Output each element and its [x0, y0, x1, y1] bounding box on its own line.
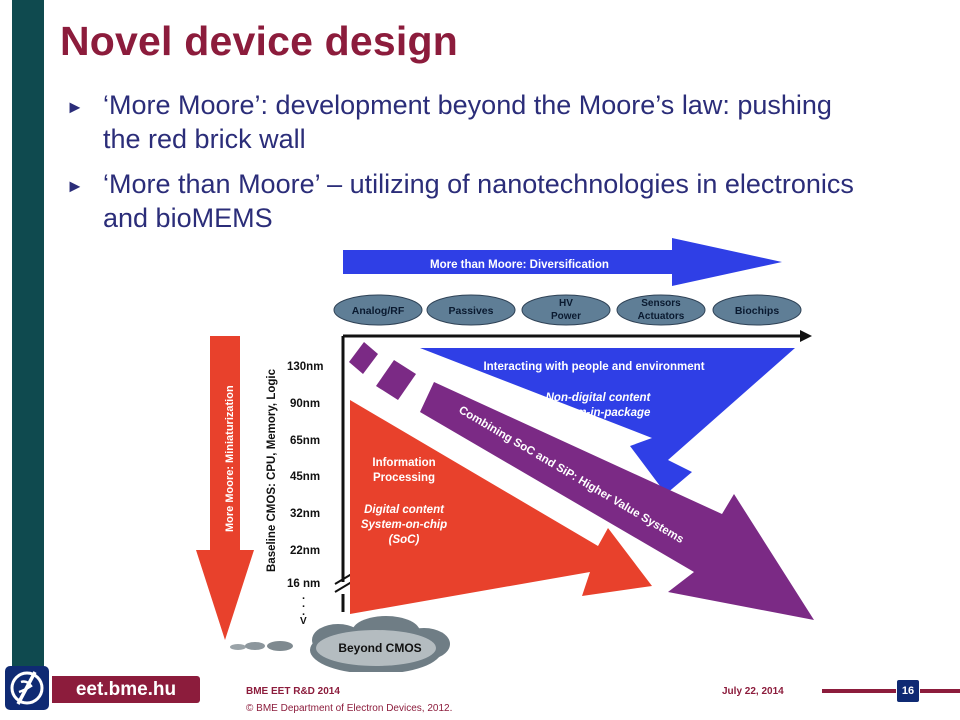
sip-region-label-1: Interacting with people and environment [483, 361, 704, 373]
soc-region-triangle [350, 400, 652, 614]
bme-logo [5, 666, 49, 710]
category-passives: Passives [426, 294, 516, 326]
soc-region-label-1: Information [372, 457, 435, 469]
slide-title: Novel device design [60, 18, 459, 64]
soc-region-label-3: Digital content [364, 504, 445, 516]
category-label: Biochips [735, 305, 779, 317]
category-label-line1: HV [559, 298, 573, 309]
miniaturization-arrow-label: More Moore: Miniaturization [224, 385, 236, 532]
sip-region-triangle [420, 348, 795, 494]
page-number-badge: 16 [897, 680, 919, 702]
continuation-dot: · [302, 593, 306, 605]
sip-region-label-2: Non-digital content [546, 392, 652, 404]
purple-block-small-1 [349, 342, 378, 374]
bullet-arrow-icon: ► [66, 176, 84, 196]
node-label: 45nm [290, 471, 320, 483]
node-label: 32nm [290, 508, 320, 520]
sip-region-label-3: System-in-package [546, 407, 651, 419]
node-label: 65nm [290, 435, 320, 447]
bullet-text: ‘More Moore’: development beyond the Moo… [103, 90, 832, 154]
category-label-line2: Actuators [638, 311, 685, 322]
baseline-cmos-label: Baseline CMOS: CPU, Memory, Logic [266, 368, 278, 572]
node-label: 90nm [290, 398, 320, 410]
bullet-item-more-moore: ► ‘More Moore’: development beyond the M… [66, 88, 866, 156]
soc-region-label-5: (SoC) [389, 534, 420, 546]
footer-copyright: © BME Department of Electron Devices, 20… [246, 703, 453, 714]
diversification-arrow-label: More than Moore: Diversification [430, 259, 609, 271]
footer-divider-line [822, 689, 896, 693]
node-label: 130nm [287, 361, 323, 373]
node-label: 16 nm [287, 578, 320, 590]
category-analog-rf: Analog/RF [333, 294, 423, 326]
node-label: 22nm [290, 545, 320, 557]
category-label-line1: Sensors [641, 298, 681, 309]
continuation-dot: · [302, 601, 306, 613]
footer-date: July 22, 2014 [722, 686, 784, 697]
sip-region-label-4: (SiP) [585, 422, 611, 434]
category-hv-power: HV Power [521, 294, 611, 326]
higher-value-systems-arrow [420, 382, 814, 620]
footer-event-label: BME EET R&D 2014 [246, 686, 340, 697]
category-label: Analog/RF [352, 305, 405, 317]
footer-divider-line-right [920, 689, 960, 693]
soc-region-label-2: Processing [373, 472, 435, 484]
bullet-list: ► ‘More Moore’: development beyond the M… [66, 88, 866, 246]
category-sensors-actuators: Sensors Actuators [616, 294, 706, 326]
horizontal-axis-arrowhead [800, 330, 812, 342]
miniaturization-arrow [196, 336, 254, 640]
bme-logo-icon [10, 671, 44, 705]
bullet-arrow-icon: ► [66, 97, 84, 117]
beyond-cmos-label: Beyond CMOS [338, 641, 421, 655]
beyond-cmos-cloud: Beyond CMOS [230, 616, 450, 672]
bullet-item-more-than-moore: ► ‘More than Moore’ – utilizing of nanot… [66, 167, 866, 235]
continuation-dot: · [302, 609, 306, 621]
site-link[interactable]: eet.bme.hu [52, 676, 200, 703]
category-biochips: Biochips [712, 294, 802, 326]
continuation-v-label: V [300, 616, 307, 627]
more-moore-diagram: More than Moore: Diversification Analog/… [196, 238, 814, 672]
soc-region-label-4: System-on-chip [361, 519, 447, 531]
bullet-text: ‘More than Moore’ – utilizing of nanotec… [103, 169, 854, 233]
purple-block-small-2 [376, 360, 416, 400]
diversification-arrow [343, 238, 782, 286]
category-label-line2: Power [551, 311, 581, 322]
left-sidebar-bar [12, 0, 44, 672]
category-label: Passives [449, 305, 494, 317]
